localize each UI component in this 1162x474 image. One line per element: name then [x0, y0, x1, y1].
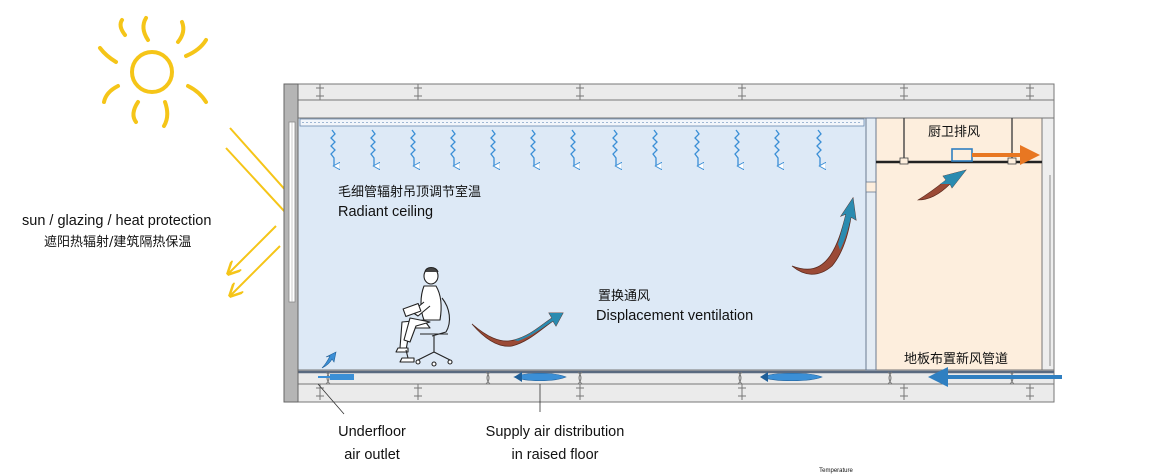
floor-slab	[297, 369, 1055, 403]
ceiling-label-cn: 毛细管辐射吊顶调节室温	[338, 184, 481, 200]
building-section	[283, 83, 1055, 403]
supply-air-label-2: in raised floor	[511, 447, 598, 463]
room-space	[297, 117, 867, 371]
underfloor-outlet-label-1: Underfloor	[338, 424, 406, 440]
temperature-caption: Temperature	[819, 468, 853, 474]
displacement-label-cn: 置换通风	[598, 289, 650, 304]
radiant-cooling-arrows	[330, 129, 821, 166]
kitchen-exhaust-duct	[951, 145, 1040, 165]
displacement-label-en: Displacement ventilation	[596, 308, 753, 324]
partition-wall	[865, 117, 877, 371]
supply-air-label-1: Supply air distribution	[486, 424, 625, 440]
airflow-arrow-icon	[318, 169, 967, 382]
roof-slab	[297, 83, 1055, 119]
floor-duct-label: 地板布置新风管道	[904, 351, 1008, 367]
person-chair-icon	[395, 266, 453, 367]
kitchen-exhaust-label: 厨卫排风	[928, 125, 980, 140]
floor-supply-arrow-1	[330, 374, 354, 380]
sun-label-cn: 遮阳热辐射/建筑隔热保温	[44, 234, 191, 250]
right-wall	[1041, 117, 1055, 371]
floor-supply-arrow-3	[761, 372, 823, 382]
underfloor-outlet-arrow	[321, 351, 337, 369]
underfloor-outlet-label-2: air outlet	[344, 447, 400, 463]
sun-icon	[98, 16, 208, 128]
sun-label-en: sun / glazing / heat protection	[22, 213, 211, 229]
ceiling-label-en: Radiant ceiling	[338, 204, 433, 220]
